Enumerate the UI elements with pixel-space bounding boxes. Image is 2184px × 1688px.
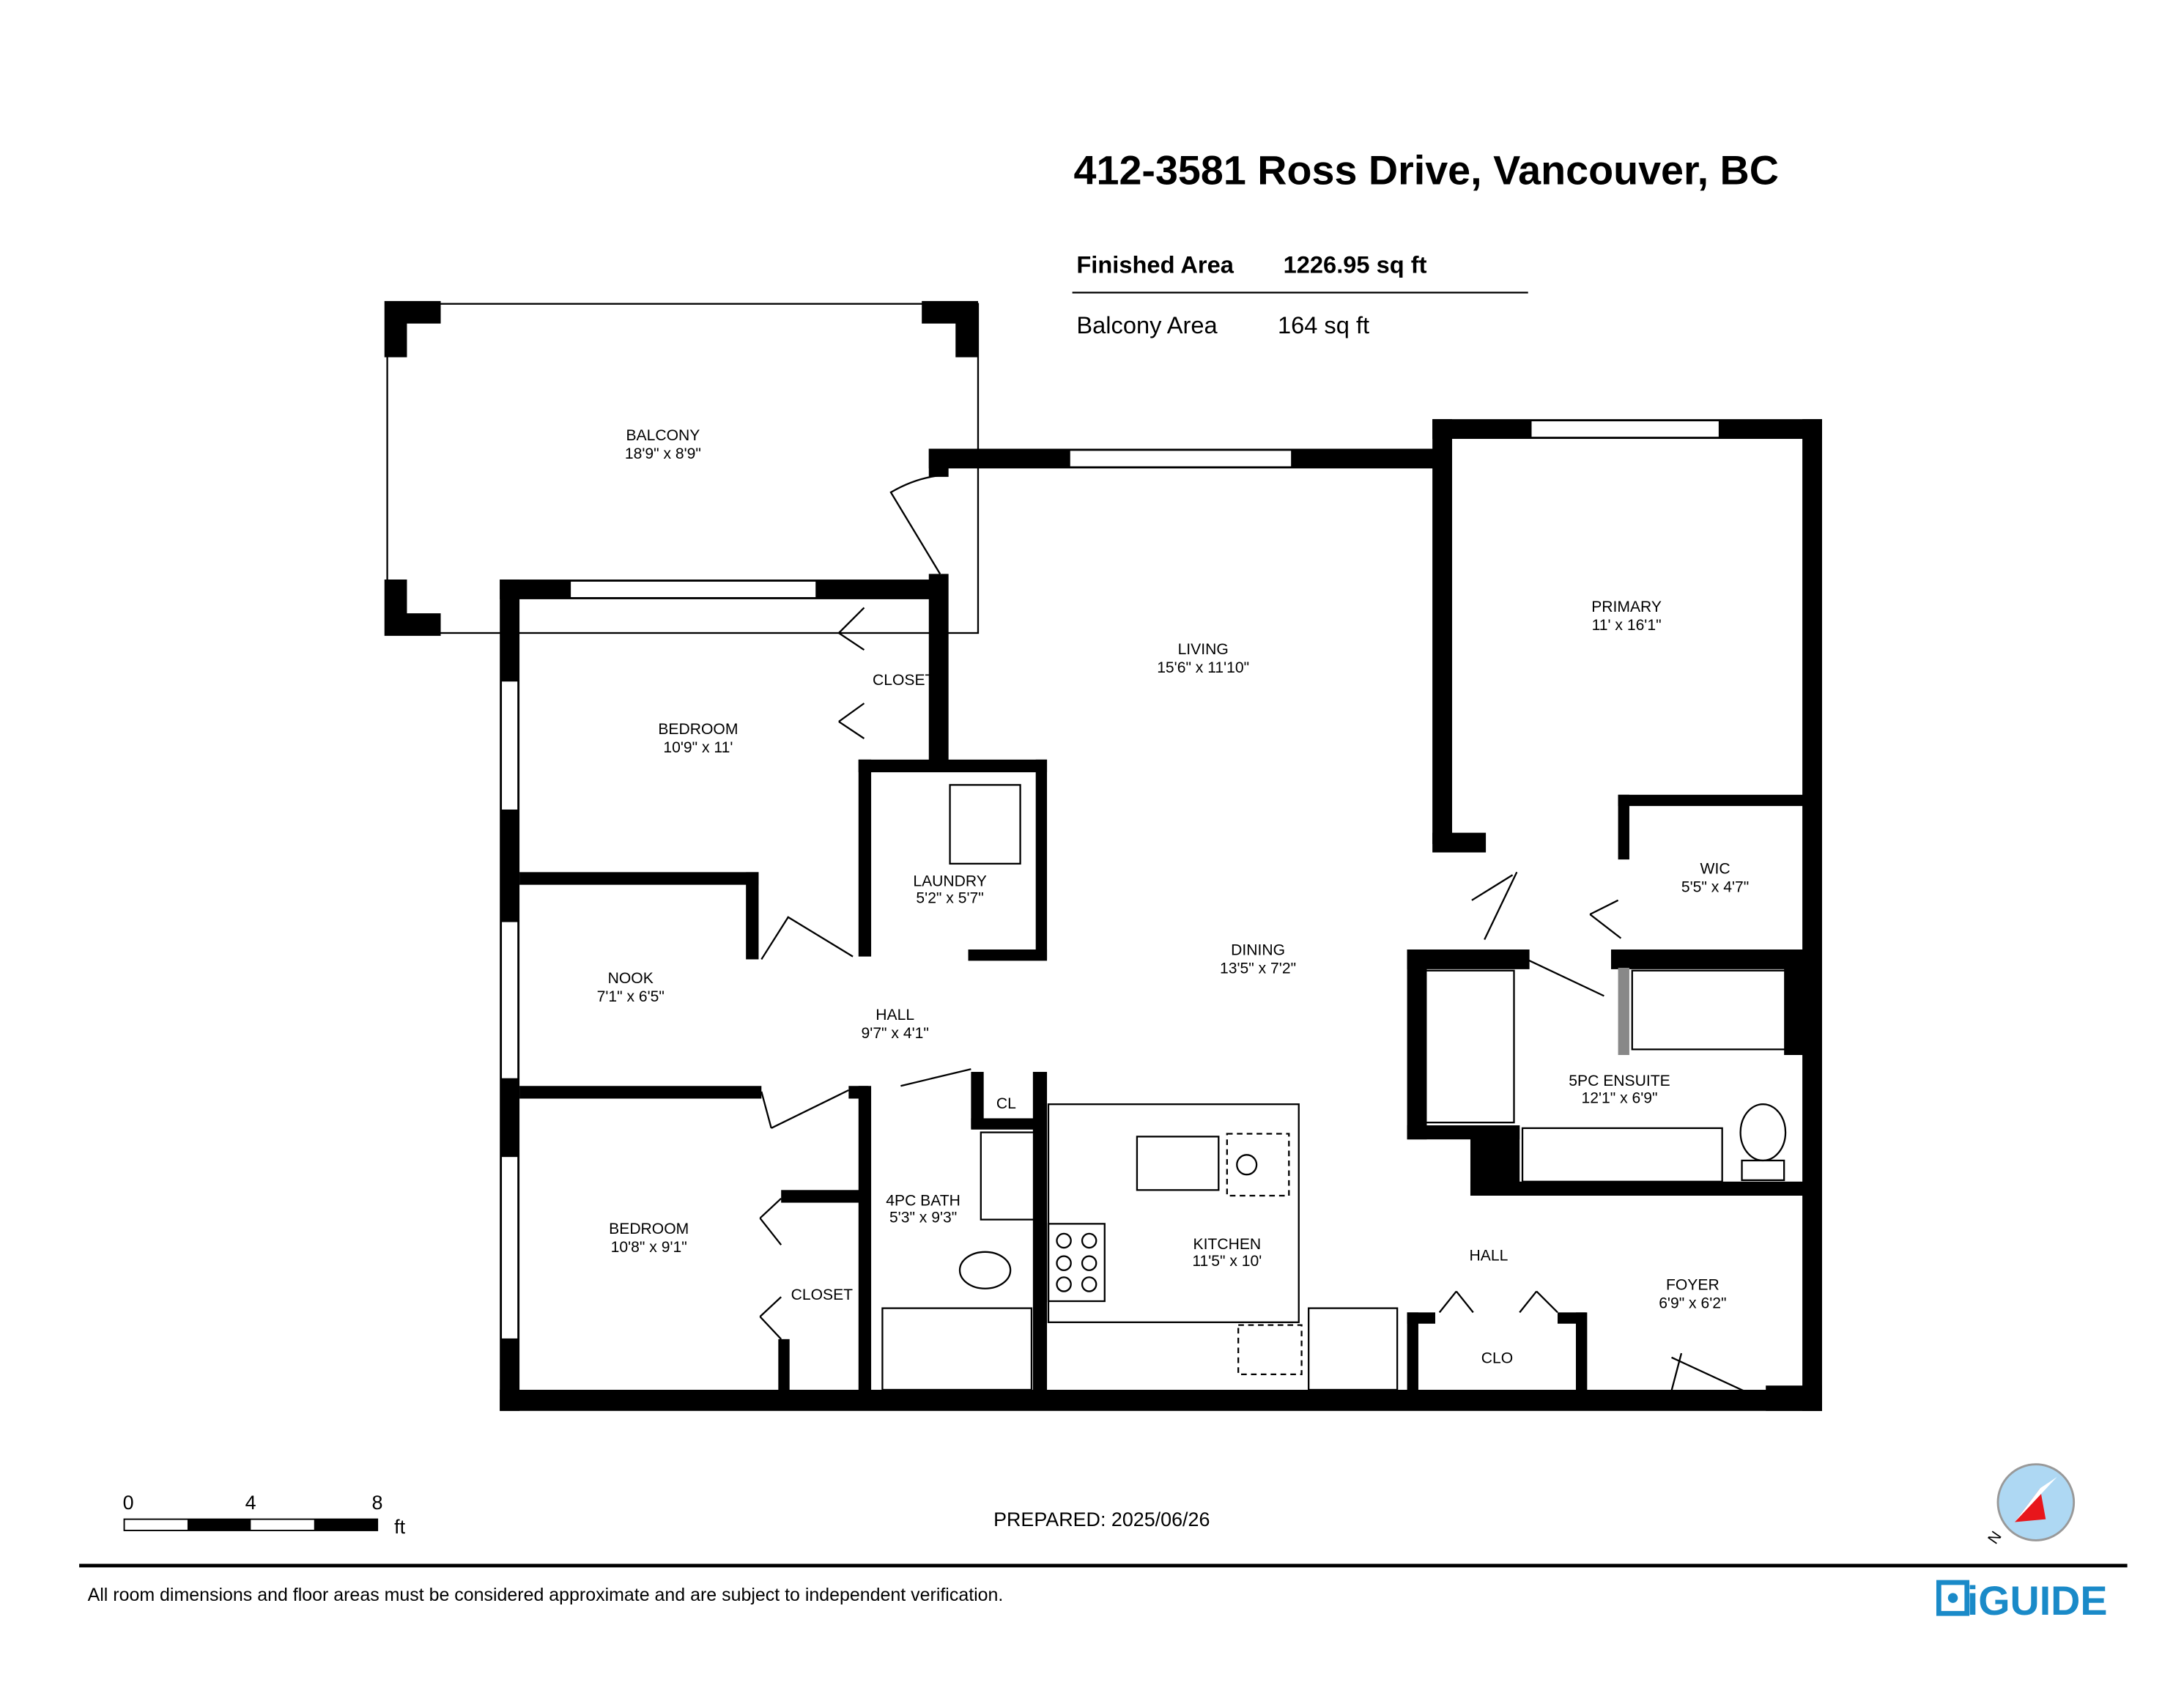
scale-bar: 0 4 8 ft xyxy=(123,1492,406,1538)
room-clo-name: CLO xyxy=(1481,1350,1513,1366)
room-hall1-name: HALL xyxy=(876,1007,914,1023)
room-dining-dims: 13'5" x 7'2" xyxy=(1220,960,1296,977)
room-closet2-name: CLOSET xyxy=(791,1287,854,1303)
address-title: 412-3581 Ross Drive, Vancouver, BC xyxy=(1074,148,1779,193)
room-ensuite-dims: 12'1" x 6'9" xyxy=(1581,1089,1657,1106)
room-kitchen-dims: 11'5" x 10' xyxy=(1192,1253,1262,1270)
prepared-date: PREPARED: 2025/06/26 xyxy=(993,1509,1210,1530)
room-balcony-name: BALCONY xyxy=(626,427,700,444)
room-bedroom2-name: BEDROOM xyxy=(609,1221,689,1237)
room-bath-dims: 5'3" x 9'3" xyxy=(889,1209,957,1226)
svg-text:0: 0 xyxy=(123,1492,134,1514)
room-kitchen-name: KITCHEN xyxy=(1193,1236,1261,1253)
disclaimer: All room dimensions and floor areas must… xyxy=(88,1585,1004,1605)
room-living-name: LIVING xyxy=(1178,641,1229,658)
room-laundry-dims: 5'2" x 5'7" xyxy=(916,890,983,907)
room-primary-name: PRIMARY xyxy=(1591,599,1662,615)
iguide-logo: iGUIDE xyxy=(1936,1578,2108,1624)
room-dining-name: DINING xyxy=(1231,942,1285,959)
room-wic-name: WIC xyxy=(1700,860,1730,877)
room-balcony-dims: 18'9" x 8'9" xyxy=(625,445,701,462)
room-bedroom1-dims: 10'9" x 11' xyxy=(663,739,733,756)
room-hall2-name: HALL xyxy=(1470,1247,1509,1264)
compass-icon: N xyxy=(1985,1463,2076,1547)
svg-text:iGUIDE: iGUIDE xyxy=(1967,1578,2108,1624)
room-bedroom1-name: BEDROOM xyxy=(658,721,738,738)
floor-plan: BALCONY 18'9" x 8'9" LIVING 15'6" x 11'1… xyxy=(384,300,1822,1411)
room-bath-name: 4PC BATH xyxy=(886,1192,960,1209)
finished-area-value: 1226.95 sq ft xyxy=(1284,251,1427,278)
room-bedroom2-dims: 10'8" x 9'1" xyxy=(611,1239,687,1256)
room-foyer-name: FOYER xyxy=(1666,1277,1720,1294)
room-ensuite-name: 5PC ENSUITE xyxy=(1569,1073,1670,1089)
svg-text:4: 4 xyxy=(245,1492,256,1514)
balcony-area-label: Balcony Area xyxy=(1076,311,1218,338)
room-foyer-dims: 6'9" x 6'2" xyxy=(1659,1295,1726,1312)
room-primary-dims: 11' x 16'1" xyxy=(1592,617,1662,634)
room-cl-name: CL xyxy=(996,1095,1016,1112)
svg-text:ft: ft xyxy=(394,1516,405,1538)
room-living-dims: 15'6" x 11'10" xyxy=(1157,659,1249,676)
room-laundry-name: LAUNDRY xyxy=(913,873,987,890)
room-hall1-dims: 9'7" x 4'1" xyxy=(862,1025,929,1042)
svg-text:8: 8 xyxy=(371,1492,382,1514)
svg-text:N: N xyxy=(1985,1528,2005,1547)
room-closet1-name: CLOSET xyxy=(873,672,935,689)
balcony-area-value: 164 sq ft xyxy=(1278,311,1369,338)
finished-area-label: Finished Area xyxy=(1076,251,1234,278)
room-wic-dims: 5'5" x 4'7" xyxy=(1681,878,1749,895)
room-nook-dims: 7'1" x 6'5" xyxy=(597,988,665,1005)
room-nook-name: NOOK xyxy=(608,970,654,987)
